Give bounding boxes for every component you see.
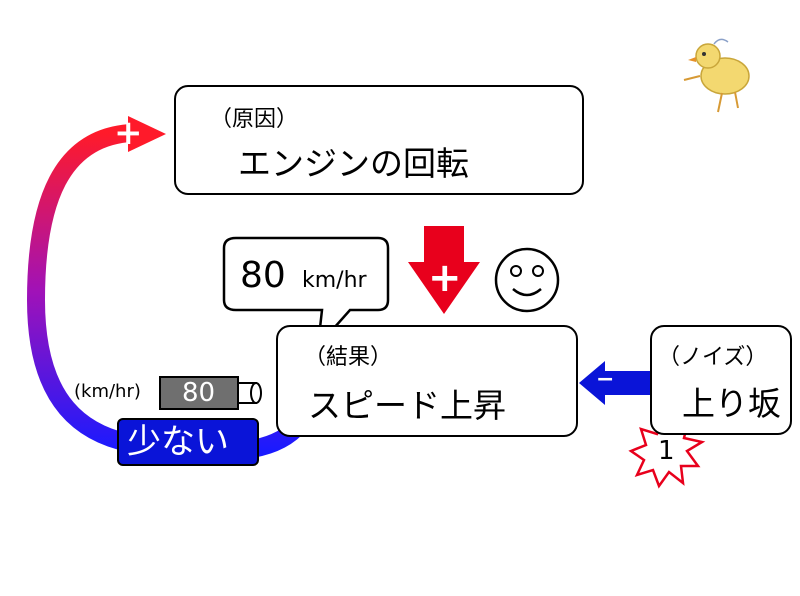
cause-box: （原因） エンジンの回転: [174, 85, 584, 195]
speed-bubble-unit: km/hr: [302, 268, 367, 293]
result-title: スピード上昇: [308, 386, 506, 425]
starburst-number: 1: [658, 436, 675, 466]
chick-doodle-icon: [683, 38, 750, 113]
left-arrow-icon: [579, 361, 652, 405]
meter-unit-label: (km/hr): [74, 381, 141, 402]
down-arrow-plus-sign: +: [428, 255, 462, 301]
result-label: （結果）: [304, 345, 393, 370]
down-arrow-icon: [408, 226, 480, 314]
noise-label: （ノイズ）: [658, 345, 768, 370]
meter-value: 80: [182, 378, 216, 408]
smiley-icon: [494, 247, 560, 313]
loop-plus-sign: +: [114, 113, 143, 153]
left-arrow-minus-sign: −: [596, 367, 615, 392]
noise-box: （ノイズ） 上り坂: [650, 325, 792, 435]
cause-title: エンジンの回転: [238, 144, 469, 183]
speed-meter: [159, 376, 262, 410]
feedback-badge-text: 少ない: [127, 422, 229, 462]
feedback-badge: 少ない: [117, 418, 259, 466]
speed-bubble-value: 80: [240, 255, 286, 296]
noise-title: 上り坂: [682, 384, 781, 423]
result-box: （結果） スピード上昇: [276, 325, 578, 437]
cause-label: （原因）: [210, 107, 299, 132]
